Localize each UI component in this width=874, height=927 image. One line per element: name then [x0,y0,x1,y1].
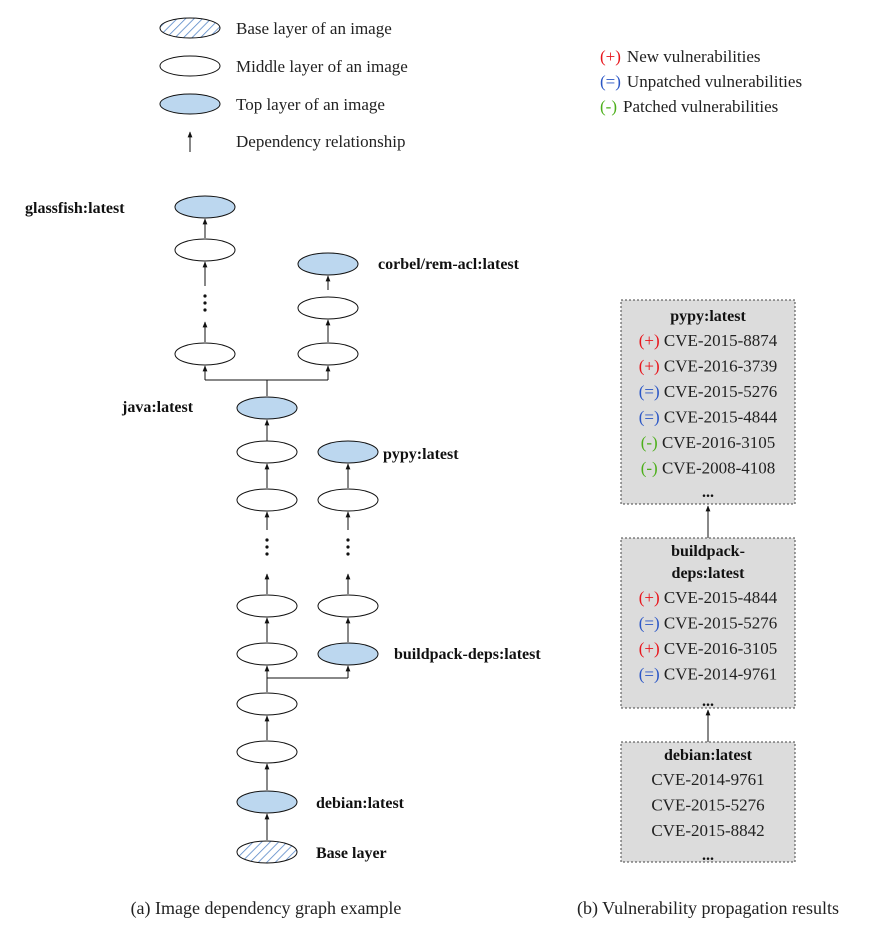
node-pypy-mid-1 [317,488,379,512]
label-pypy: pypy:latest [383,446,459,463]
cve-sign: (+) [639,588,664,607]
cve-id: CVE-2014-9761 [651,770,764,789]
cve-sign: (+) [639,331,664,350]
cve-sign: (+) [639,639,664,658]
legend-unpatched-text: Unpatched vulnerabilities [627,72,802,91]
legend-new-text: New vulnerabilities [627,47,761,66]
label-base: Base layer [316,845,387,862]
cve-sign: (=) [639,408,664,427]
cve-id: CVE-2015-4844 [664,408,778,427]
node-java-mid-2 [236,488,298,512]
legend-top-text: Top layer of an image [236,95,385,114]
cve-item: (=) CVE-2015-5276 [639,614,778,633]
legend-top-swatch [159,93,221,115]
cve-item: (=) CVE-2015-5276 [639,382,778,401]
cve-item: (=) CVE-2014-9761 [639,665,778,684]
legend-middle-text: Middle layer of an image [236,57,408,76]
node-java-mid-1 [236,440,298,464]
legend-left: Base layer of an image Middle layer of a… [159,17,408,152]
node-java-top [236,396,298,420]
label-java: java:latest [121,399,194,416]
legend-new-sign: (+) [600,47,621,66]
node-corbel-mid-1 [297,296,359,320]
legend-patched: (-) Patched vulnerabilities [600,97,778,116]
cve-item: CVE-2014-9761 [651,770,764,789]
node-glassfish-top [174,195,236,219]
node-lower-mid-2 [236,740,298,764]
label-debian: debian:latest [316,795,405,812]
cve-item: CVE-2015-8842 [651,821,764,840]
node-java-mid-3 [236,594,298,618]
node-debian-top [236,790,298,814]
legend-base-text: Base layer of an image [236,19,392,38]
node-corbel-top [297,252,359,276]
legend-unpatched: (=) Unpatched vulnerabilities [600,72,802,91]
graph-nodes [174,195,379,864]
box-pypy [620,299,796,505]
cve-item: (-) CVE-2008-4108 [641,459,776,478]
node-buildpack-top [317,642,379,666]
box-pypy-more: ... [702,484,714,501]
vuln-results: pypy:latest (+) CVE-2015-8874(+) CVE-201… [620,299,796,864]
box-debian [620,741,796,863]
cve-id: CVE-2016-3739 [664,357,777,376]
cve-item: (-) CVE-2016-3105 [641,433,776,452]
box-buildpack [620,537,796,709]
box-buildpack-title-1: buildpack- [671,543,745,560]
legend-patched-sign: (-) [600,97,617,116]
cve-item: (+) CVE-2016-3105 [639,639,778,658]
legend-dependency-text: Dependency relationship [236,132,405,151]
cve-id: CVE-2014-9761 [664,665,777,684]
legend-unpatched-sign: (=) [600,72,621,91]
cve-item: (+) CVE-2015-8874 [639,331,778,350]
caption-a: (a) Image dependency graph example [131,898,402,919]
label-buildpack: buildpack-deps:latest [394,646,541,663]
cve-id: CVE-2016-3105 [662,433,775,452]
cve-sign: (+) [639,357,664,376]
cve-sign: (-) [641,459,662,478]
label-glassfish: glassfish:latest [25,200,125,217]
node-glassfish-mid-2 [174,342,236,366]
graph-labels: glassfish:latest corbel/rem-acl:latest j… [25,200,541,862]
cve-id: CVE-2015-5276 [664,382,777,401]
box-pypy-title: pypy:latest [670,308,746,325]
label-corbel: corbel/rem-acl:latest [378,256,520,273]
box-buildpack-more: ... [702,693,714,710]
legend-right: (+) New vulnerabilities (=) Unpatched vuln… [600,47,802,116]
graph-ellipsis [203,294,350,556]
cve-sign: (=) [639,614,664,633]
legend-new: (+) New vulnerabilities [600,47,761,66]
cve-id: CVE-2008-4108 [662,459,775,478]
cve-id: CVE-2015-5276 [664,614,777,633]
cve-item: CVE-2015-5276 [651,796,764,815]
cve-id: CVE-2015-5276 [651,796,764,815]
caption-b: (b) Vulnerability propagation results [577,898,839,919]
legend-patched-text: Patched vulnerabilities [623,97,778,116]
node-glassfish-mid-1 [174,238,236,262]
node-pypy-top [317,440,379,464]
node-base-layer [236,840,298,864]
cve-item: (=) CVE-2015-4844 [639,408,778,427]
cve-item: (+) CVE-2015-4844 [639,588,778,607]
cve-sign: (=) [639,665,664,684]
node-pypy-mid-2 [317,594,379,618]
cve-id: CVE-2015-4844 [664,588,778,607]
box-debian-title: debian:latest [664,747,753,764]
cve-sign: (-) [641,433,662,452]
cve-sign: (=) [639,382,664,401]
cve-id: CVE-2016-3105 [664,639,777,658]
cve-item: (+) CVE-2016-3739 [639,357,778,376]
cve-id: CVE-2015-8874 [664,331,778,350]
legend-base-swatch [159,17,221,39]
node-corbel-mid-2 [297,342,359,366]
cve-id: CVE-2015-8842 [651,821,764,840]
dependency-graph [202,218,351,840]
node-java-mid-4 [236,642,298,666]
box-buildpack-title-2: deps:latest [672,565,746,582]
legend-middle-swatch [159,55,221,77]
box-debian-more: ... [702,847,714,864]
node-lower-mid-1 [236,692,298,716]
